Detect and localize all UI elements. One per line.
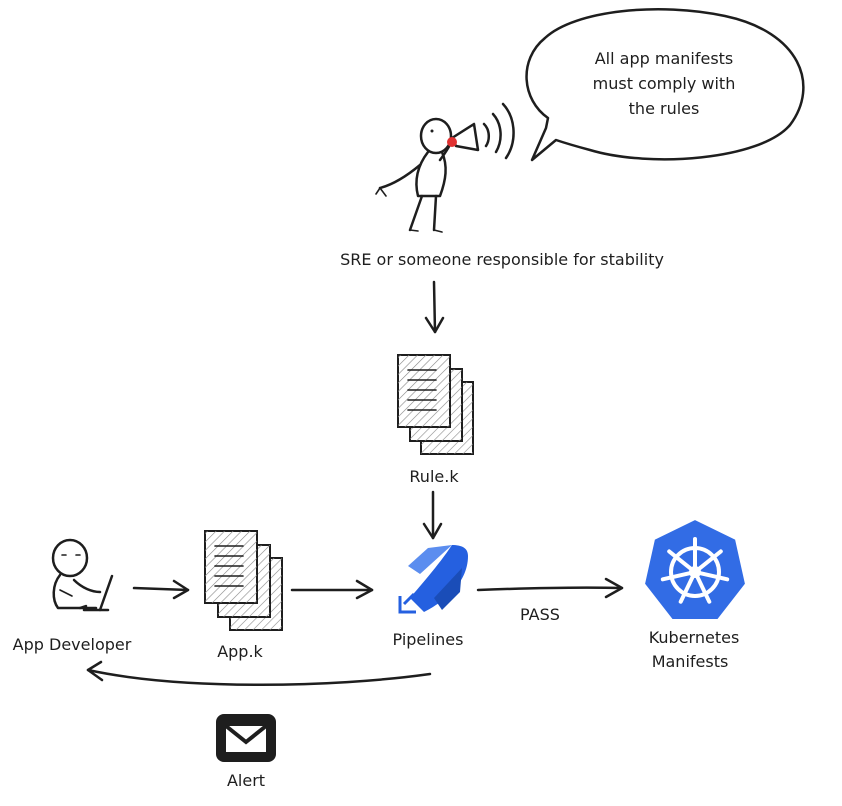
kubernetes-logo-icon — [642, 517, 748, 621]
app-developer-icon — [51, 538, 114, 612]
app-developer-label: App Developer — [13, 635, 132, 654]
pipelines-label: Pipelines — [393, 630, 464, 649]
pass-label: PASS — [520, 605, 560, 624]
sre-figure-icon — [375, 102, 515, 233]
kubernetes-label-line-1: Kubernetes — [649, 628, 740, 647]
arrow-app-to-pipelines — [290, 579, 374, 600]
megaphone-mouth — [447, 137, 457, 147]
speech-bubble-line-1: All app manifests — [595, 49, 734, 68]
alert-label: Alert — [227, 771, 265, 790]
rule-file-icon — [397, 354, 474, 455]
sre-label: SRE or someone responsible for stability — [340, 250, 664, 269]
arrow-developer-to-app — [132, 579, 190, 600]
arrow-rule-to-pipelines — [422, 490, 443, 540]
rule-file-label: Rule.k — [409, 467, 459, 486]
app-file-icon — [204, 530, 283, 631]
pipelines-icon — [398, 545, 468, 614]
kubernetes-label-line-2: Manifests — [652, 652, 729, 671]
app-file-label: App.k — [217, 642, 263, 661]
arrow-sre-to-rule — [424, 280, 445, 334]
mail-icon — [216, 714, 276, 762]
speech-bubble: All app manifests must comply with the r… — [525, 8, 805, 162]
speech-bubble-line-2: must comply with — [593, 74, 736, 93]
speech-bubble-line-3: the rules — [629, 99, 700, 118]
arrow-pipelines-to-kubernetes — [476, 577, 624, 599]
arrow-alert-to-developer — [86, 660, 432, 687]
